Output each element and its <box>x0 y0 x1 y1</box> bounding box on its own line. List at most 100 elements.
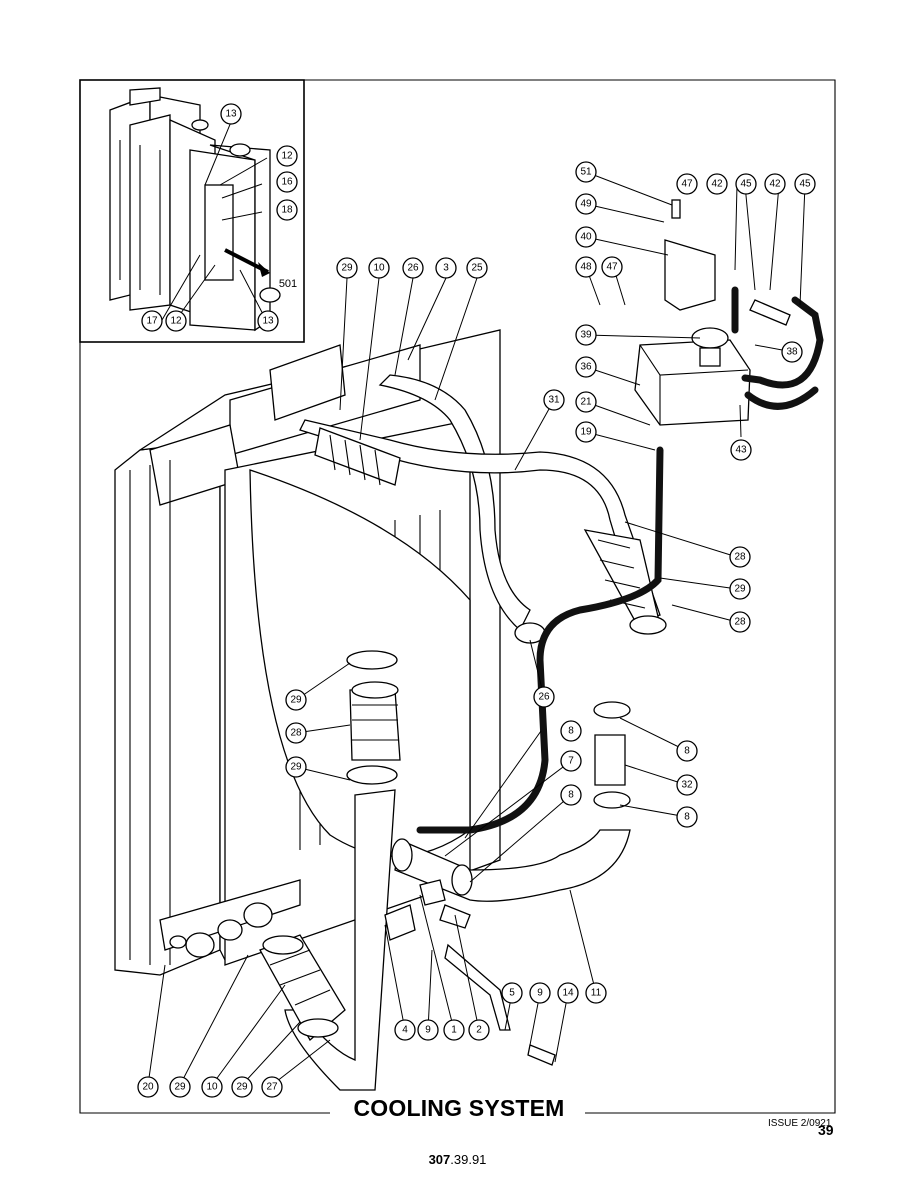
callout-number: 10 <box>206 1082 218 1093</box>
callout-circle <box>468 1019 490 1041</box>
callout-number: 28 <box>290 728 302 739</box>
callout-circle <box>730 439 752 461</box>
doc-number-rest: .39.91 <box>450 1152 487 1167</box>
callout-number: 28 <box>734 617 746 628</box>
callout-circle <box>276 171 298 193</box>
part-callout-11: 11 <box>585 982 607 1004</box>
callout-number: 29 <box>290 695 302 706</box>
part-callout-48: 48 <box>575 256 597 278</box>
callout-number: 29 <box>734 584 746 595</box>
diagram-title: COOLING SYSTEM <box>334 1095 584 1122</box>
part-callout-3: 3 <box>435 257 457 279</box>
callout-circle <box>560 750 582 772</box>
callout-number: 4 <box>402 1025 408 1036</box>
callout-number: 26 <box>538 692 550 703</box>
inset-callout-17: 17 <box>141 310 163 332</box>
part-callout-32: 32 <box>676 774 698 796</box>
callout-circle <box>417 1019 439 1041</box>
callout-circle <box>443 1019 465 1041</box>
callout-circle <box>529 982 551 1004</box>
callout-number: 7 <box>568 756 574 767</box>
part-callout-14: 14 <box>557 982 579 1004</box>
part-callout-28: 28 <box>285 722 307 744</box>
issue-label: ISSUE 2/0921 <box>768 1118 832 1129</box>
page-border <box>79 79 836 1114</box>
callout-number: 42 <box>769 179 781 190</box>
inset-callout-501: 501 <box>279 278 297 290</box>
part-callout-10: 10 <box>368 257 390 279</box>
inset-callout-18: 18 <box>276 199 298 221</box>
part-callout-9: 9 <box>417 1019 439 1041</box>
callout-circle <box>575 161 597 183</box>
part-callout-2: 2 <box>468 1019 490 1041</box>
callout-number: 29 <box>341 263 353 274</box>
callout-number: 36 <box>580 362 592 373</box>
callout-circle <box>276 199 298 221</box>
part-callout-9: 9 <box>529 982 551 1004</box>
upper-hose-assembly <box>299 374 667 644</box>
callout-number: 13 <box>225 109 237 120</box>
callout-number: 43 <box>735 445 747 456</box>
part-callout-19: 19 <box>575 421 597 443</box>
callout-circle <box>285 689 307 711</box>
callout-number: 2 <box>476 1025 482 1036</box>
part-callout-29: 29 <box>169 1076 191 1098</box>
callout-circle <box>575 421 597 443</box>
part-callout-45: 45 <box>794 173 816 195</box>
callout-number: 29 <box>174 1082 186 1093</box>
callout-circle <box>285 722 307 744</box>
part-callout-36: 36 <box>575 356 597 378</box>
doc-number-bold: 307 <box>428 1152 451 1167</box>
part-callout-8: 8 <box>676 740 698 762</box>
callout-circle <box>533 686 555 708</box>
callout-circle <box>276 145 298 167</box>
callout-circle <box>706 173 728 195</box>
callout-circle <box>220 103 242 125</box>
callout-circle <box>165 310 187 332</box>
part-callout-29: 29 <box>285 689 307 711</box>
part-callout-29: 29 <box>285 756 307 778</box>
callout-circle <box>557 982 579 1004</box>
callout-number: 42 <box>711 179 723 190</box>
leader-lines <box>147 121 806 1086</box>
part-callout-25: 25 <box>466 257 488 279</box>
inset-callout-13: 13 <box>220 103 242 125</box>
part-callout-47: 47 <box>676 173 698 195</box>
part-callout-40: 40 <box>575 226 597 248</box>
part-callout-7: 7 <box>560 750 582 772</box>
part-callout-38: 38 <box>781 341 803 363</box>
callout-number: 8 <box>684 746 690 757</box>
part-callout-27: 27 <box>261 1076 283 1098</box>
callout-circle <box>575 256 597 278</box>
part-callout-43: 43 <box>730 439 752 461</box>
callout-circle <box>560 720 582 742</box>
part-callout-47: 47 <box>601 256 623 278</box>
callout-number: 8 <box>684 812 690 823</box>
callout-number: 13 <box>262 316 274 327</box>
callout-circle <box>466 257 488 279</box>
part-callout-42: 42 <box>764 173 786 195</box>
inset-callout-12: 12 <box>165 310 187 332</box>
callout-circle <box>575 324 597 346</box>
part-callout-21: 21 <box>575 391 597 413</box>
callout-circle <box>261 1076 283 1098</box>
callout-number: 11 <box>591 988 602 999</box>
page-number: 39 <box>818 1122 834 1138</box>
callout-number: 3 <box>443 263 449 274</box>
callout-circle <box>575 356 597 378</box>
callout-circle <box>676 740 698 762</box>
part-callout-28: 28 <box>729 546 751 568</box>
callout-circle <box>729 578 751 600</box>
part-callout-39: 39 <box>575 324 597 346</box>
callout-circle <box>169 1076 191 1098</box>
callout-circle <box>676 774 698 796</box>
coolant-line-19-29 <box>416 446 664 834</box>
callout-number: 12 <box>281 151 293 162</box>
callout-number: 38 <box>786 347 798 358</box>
callout-circle <box>368 257 390 279</box>
callout-circle <box>575 193 597 215</box>
part-callout-45: 45 <box>735 173 757 195</box>
part-callout-26: 26 <box>402 257 424 279</box>
